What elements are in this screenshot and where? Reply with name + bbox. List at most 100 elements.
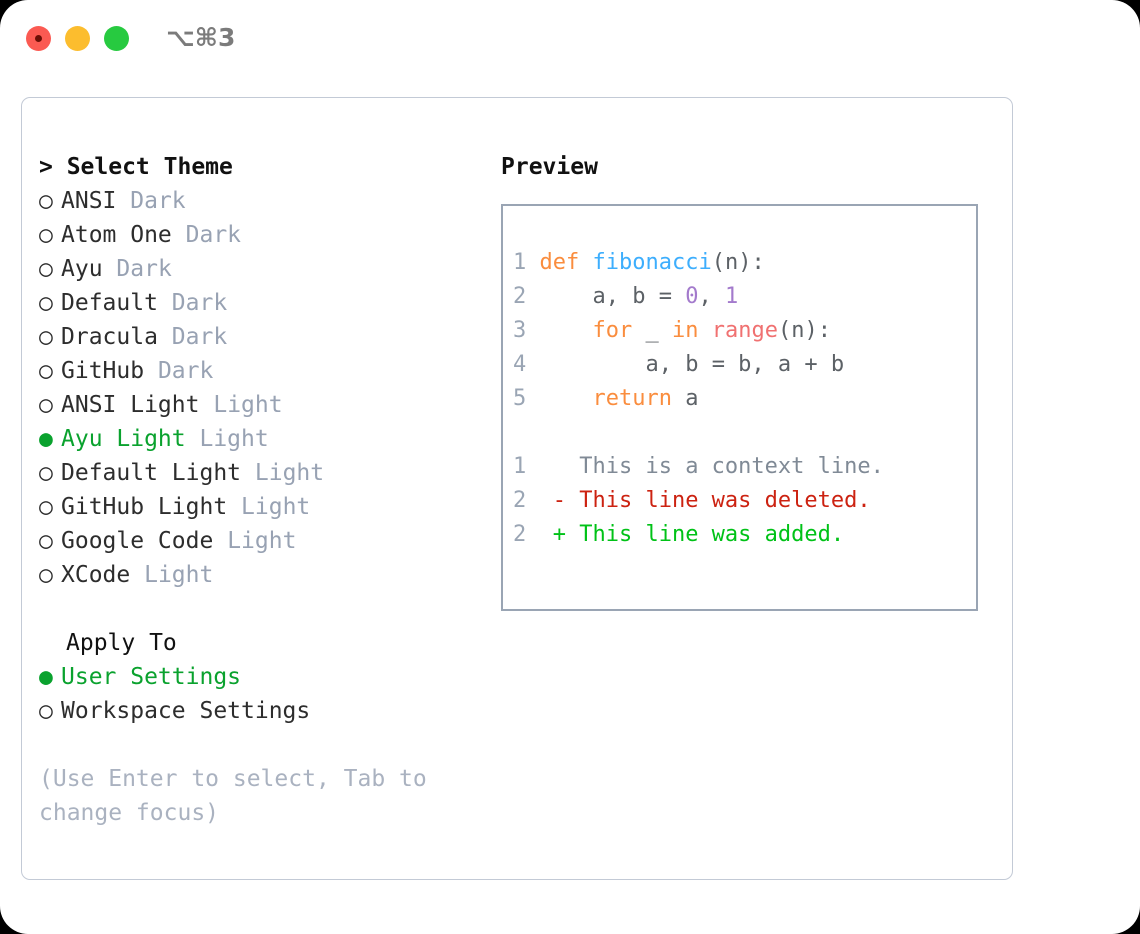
preview-column: Preview 1 def fibonacci(n):2 a, b = 0, 1… (501, 150, 991, 611)
theme-option-google-code[interactable]: ○Google Code Light (39, 524, 469, 558)
diff-line-del: 2 - This line was deleted. (513, 484, 970, 518)
theme-option-badge: Light (254, 460, 325, 486)
theme-option-label: Atom One (61, 222, 172, 248)
code-line-number: 5 (513, 386, 527, 411)
code-line: 1 def fibonacci(n): (513, 246, 970, 280)
radio-unselected-icon: ○ (39, 528, 53, 554)
code-diff-spacer (513, 416, 970, 450)
theme-option-xcode[interactable]: ○ XCode Light (39, 558, 469, 592)
radio-unselected-icon: ○ (39, 256, 53, 282)
theme-option-badge: Dark (116, 256, 172, 282)
radio-unselected-icon: ○ (39, 392, 53, 418)
theme-option-label: GitHub Light (61, 494, 228, 520)
code-token: return (592, 386, 672, 411)
theme-option-github-light[interactable]: ○ GitHub Light Light (39, 490, 469, 524)
diff-line-ctx: 1 This is a context line. (513, 450, 970, 484)
code-token: a, b = b, a + b (645, 352, 845, 377)
apply-to-option-label: User Settings (61, 664, 242, 690)
code-token: a, b = (592, 284, 686, 309)
code-line-number: 1 (513, 250, 527, 275)
keyboard-hint: (Use Enter to select, Tab to change focu… (39, 766, 427, 826)
code-line: 5 return a (513, 382, 970, 416)
diff-sample: 1 This is a context line.2 - This line w… (513, 450, 970, 552)
theme-option-default-light[interactable]: ○ Default Light Light (39, 456, 469, 490)
radio-unselected-icon: ○ (39, 222, 53, 248)
theme-option-badge: Dark (171, 290, 228, 316)
apply-to-option-label: Workspace Settings (61, 698, 311, 724)
code-token: in (671, 318, 699, 343)
select-theme-heading: > Select Theme (39, 154, 233, 180)
radio-unselected-icon: ○ (39, 460, 53, 486)
apply-to-list: ● User Settings ○ Workspace Settings (39, 660, 469, 728)
theme-option-label: Ayu Light (61, 426, 186, 452)
radio-selected-icon: ● (39, 426, 53, 452)
diff-line-text: - This line was deleted. (526, 488, 871, 513)
code-line: 2 a, b = 0, 1 (513, 280, 970, 314)
theme-option-default[interactable]: ○ Default Dark (39, 286, 469, 320)
window-controls (26, 26, 129, 51)
theme-option-label: Default (61, 290, 158, 316)
theme-option-label: ANSI Light (61, 392, 200, 418)
theme-option-badge: Dark (171, 324, 228, 350)
theme-option-ansi[interactable]: ○ANSI Dark (39, 184, 469, 218)
minimize-button[interactable] (65, 26, 90, 51)
diff-line-text: This is a context line. (526, 454, 884, 479)
theme-option-ayu[interactable]: ○ Ayu Dark (39, 252, 469, 286)
title-bar: ⌥⌘3 (0, 0, 1140, 76)
main-panel: > Select Theme ○ANSI Dark○Atom One Dark○… (21, 97, 1013, 880)
code-token: a (671, 386, 699, 411)
radio-unselected-icon: ○ (39, 562, 53, 588)
radio-unselected-icon: ○ (39, 698, 53, 724)
code-line: 3 for _ in range(n): (513, 314, 970, 348)
theme-option-badge: Light (227, 528, 297, 554)
preview-heading: Preview (501, 154, 598, 180)
code-token: for (592, 318, 633, 343)
diff-line-text: + This line was added. (526, 522, 845, 547)
radio-unselected-icon: ○ (39, 290, 53, 316)
code-line-number: 4 (513, 352, 527, 377)
theme-option-ayu-light[interactable]: ●Ayu Light Light (39, 422, 469, 456)
code-token (579, 250, 592, 275)
code-token: fibonacci (592, 250, 712, 275)
code-token (698, 318, 711, 343)
theme-option-label: Dracula (61, 324, 158, 350)
theme-option-badge: Dark (185, 222, 242, 248)
radio-selected-icon: ● (39, 664, 53, 690)
diff-line-number: 2 (513, 522, 527, 547)
code-token: 0 (685, 284, 699, 309)
section-spacer (39, 592, 469, 626)
radio-unselected-icon: ○ (39, 324, 53, 350)
code-token: def (539, 250, 580, 275)
theme-option-badge: Light (241, 494, 311, 520)
theme-list: ○ANSI Dark○Atom One Dark○Ayu Dark○Defaul… (39, 184, 469, 592)
code-token: , (698, 284, 725, 309)
theme-option-github[interactable]: ○GitHub Dark (39, 354, 469, 388)
apply-to-option-user-settings[interactable]: ● User Settings (39, 660, 469, 694)
theme-option-label: Default Light (61, 460, 242, 486)
radio-unselected-icon: ○ (39, 494, 53, 520)
code-token: (n): (777, 318, 831, 343)
diff-line-number: 1 (513, 454, 527, 479)
close-button[interactable] (26, 26, 51, 51)
diff-line-number: 2 (513, 488, 527, 513)
theme-option-badge: Light (213, 392, 283, 418)
keyboard-shortcut-label: ⌥⌘3 (166, 23, 236, 52)
theme-option-dracula[interactable]: ○ Dracula Dark (39, 320, 469, 354)
theme-option-ansi-light[interactable]: ○ ANSI Light Light (39, 388, 469, 422)
theme-option-label: ANSI (61, 188, 117, 214)
code-token: (n): (711, 250, 765, 275)
apply-to-heading: Apply To (66, 630, 177, 656)
code-line-number: 2 (513, 284, 527, 309)
panel-columns: > Select Theme ○ANSI Dark○Atom One Dark○… (22, 98, 1012, 879)
theme-option-atom-one[interactable]: ○ Atom One Dark (39, 218, 469, 252)
apply-to-option-workspace-settings[interactable]: ○ Workspace Settings (39, 694, 469, 728)
theme-option-label: GitHub (61, 358, 145, 384)
theme-option-label: XCode (61, 562, 131, 588)
theme-option-label: Ayu (61, 256, 103, 282)
theme-option-badge: Light (144, 562, 214, 588)
zoom-button[interactable] (104, 26, 129, 51)
code-token: range (711, 318, 778, 343)
